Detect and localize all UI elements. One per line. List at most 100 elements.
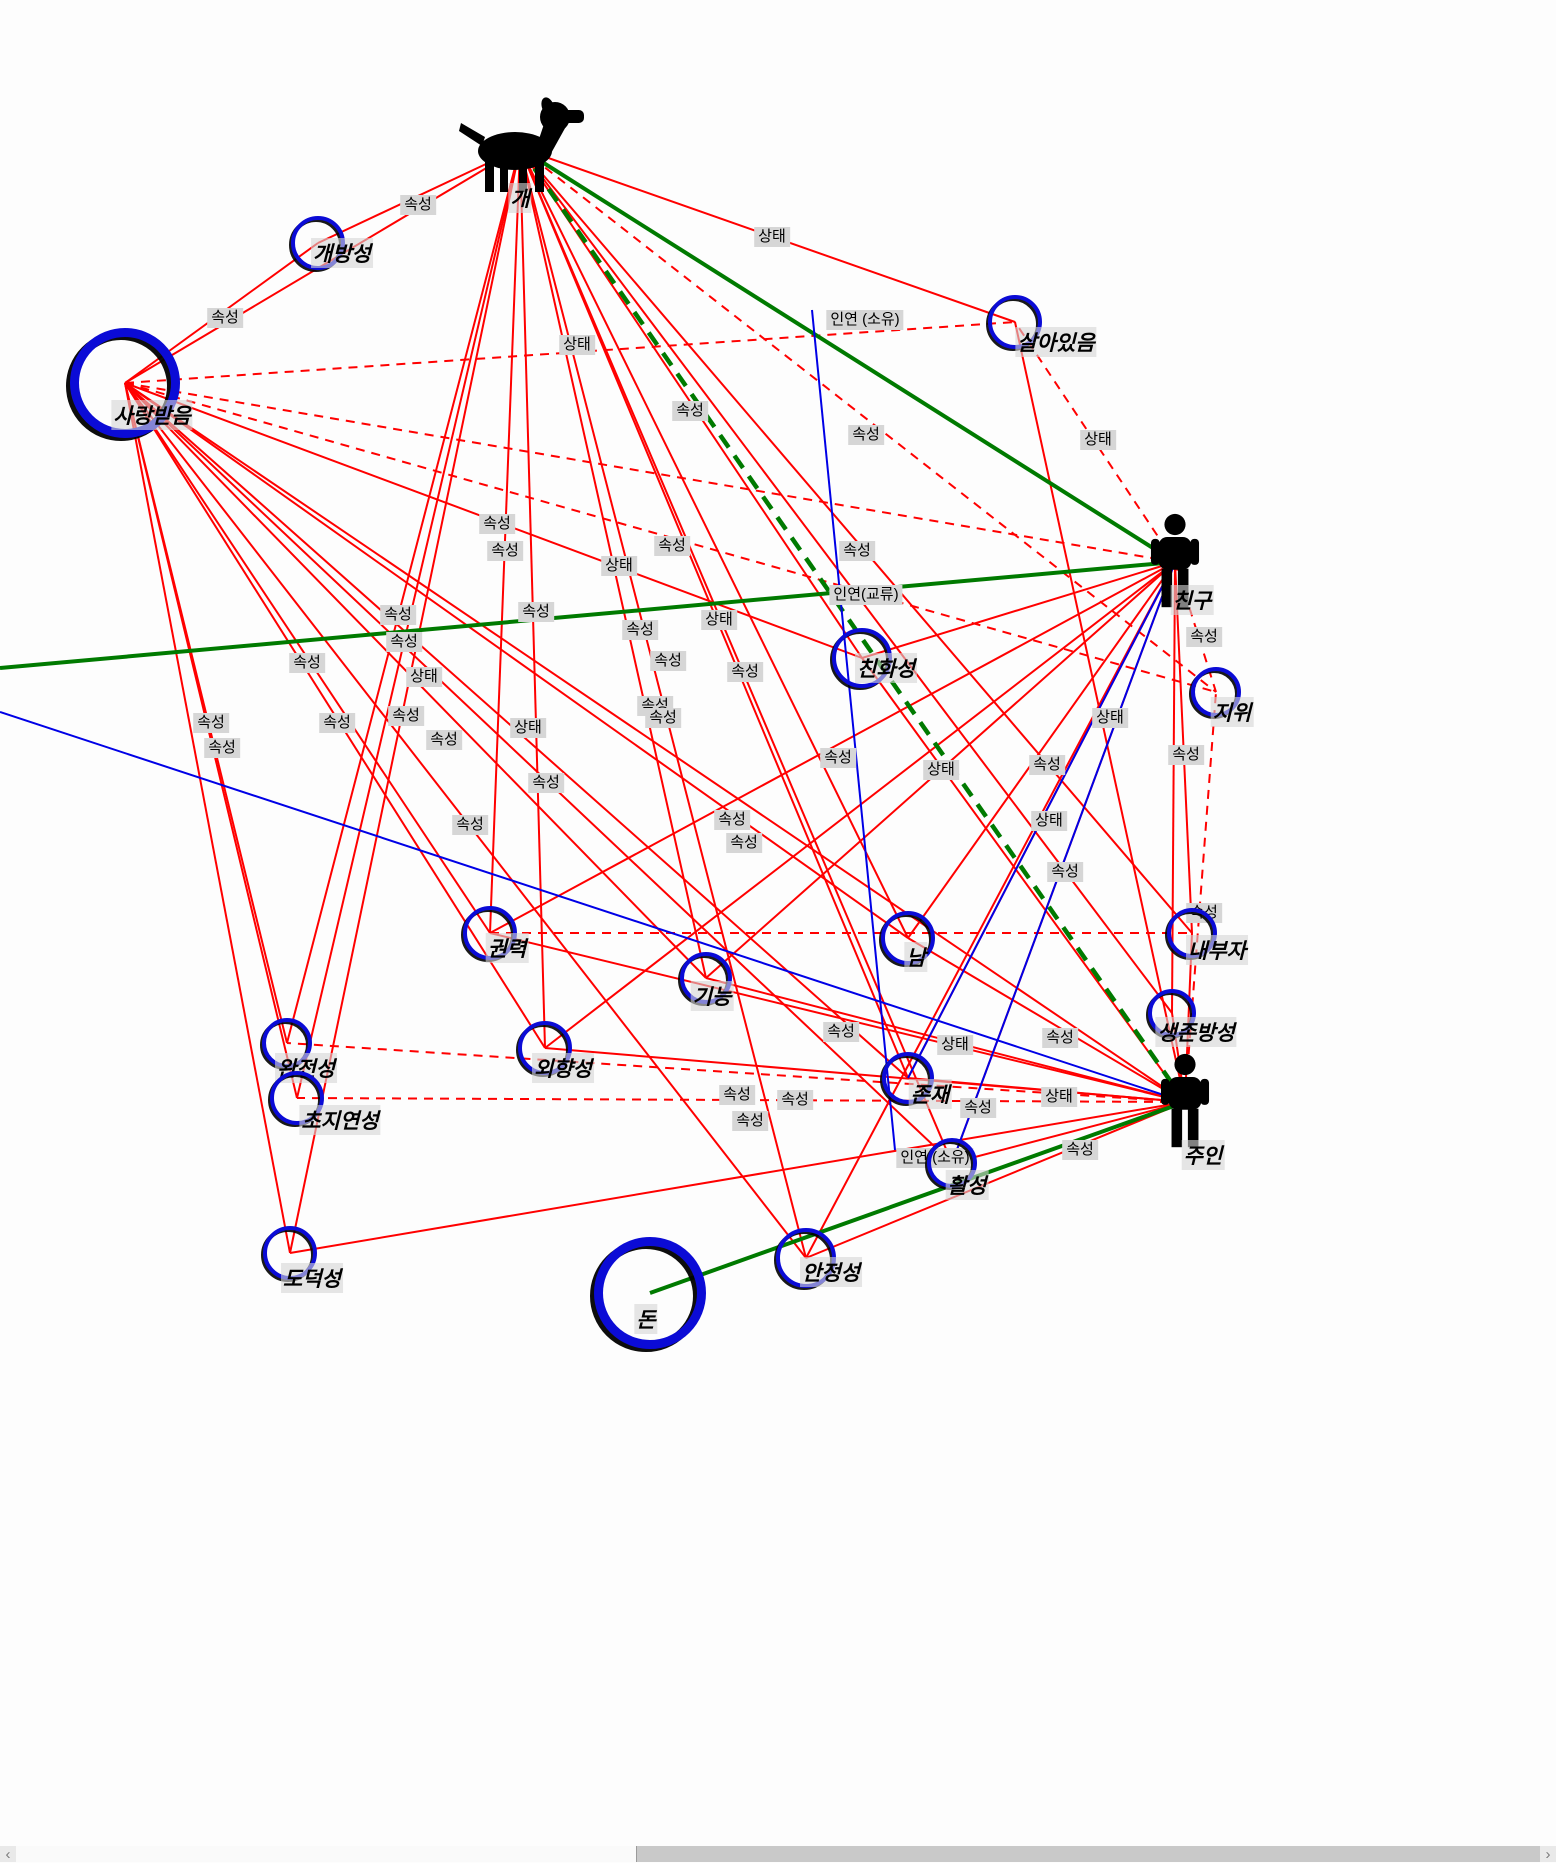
edge-label: 속성: [732, 1111, 768, 1131]
node-label-지위: 지위: [1210, 697, 1254, 727]
node-label-살아있음: 살아있음: [1015, 327, 1097, 357]
node-초지연성[interactable]: [270, 1071, 324, 1125]
edge-label: 속성: [960, 1098, 996, 1118]
edge-red: [489, 147, 521, 934]
edge-red: [805, 561, 1176, 1259]
node-label-기능: 기능: [690, 981, 734, 1011]
edge-label: 속성: [487, 541, 523, 561]
node-label-개: 개: [508, 183, 532, 213]
person-icon[interactable]: [1156, 1052, 1214, 1157]
edge-red: [861, 561, 1176, 659]
edge-label: 속성: [848, 425, 884, 445]
edge-label: 속성: [1042, 1028, 1078, 1048]
edge-label: 속성: [1168, 745, 1204, 765]
edge-label: 속성: [388, 706, 424, 726]
edge-red: [861, 657, 1186, 1103]
node-label-생존방성: 생존방성: [1155, 1017, 1237, 1047]
edge-red-d: [124, 382, 1176, 563]
edge-red: [519, 147, 1193, 934]
edge-label: 속성: [380, 605, 416, 625]
node-label-사랑받음: 사랑받음: [111, 400, 193, 430]
scroll-right-button[interactable]: ›: [1540, 1846, 1556, 1862]
edge-red: [124, 382, 1186, 1103]
edge-label: 상태: [923, 760, 959, 780]
scrollbar-track[interactable]: [16, 1846, 1540, 1862]
edge-label: 인연(교류): [829, 585, 903, 605]
edge-red: [289, 1101, 1186, 1254]
edge-label: 속성: [479, 514, 515, 534]
edge-red-d: [519, 147, 1217, 693]
node-label-외향성: 외향성: [532, 1053, 594, 1083]
edge-label: 속성: [726, 833, 762, 853]
edge-green: [649, 1100, 1186, 1295]
edge-label: 상태: [701, 610, 737, 630]
edge-label: 상태: [754, 227, 790, 247]
edge-label: 속성: [727, 662, 763, 682]
edge-label: 속성: [1186, 627, 1222, 647]
scroll-left-button[interactable]: ‹: [0, 1846, 16, 1862]
node-label-활성: 활성: [945, 1170, 989, 1200]
node-사랑받음[interactable]: [70, 328, 180, 438]
edge-red: [951, 1101, 1186, 1164]
chevron-left-icon: ‹: [5, 1845, 11, 1863]
edge-label: 속성: [386, 632, 422, 652]
edge-label: 속성: [452, 815, 488, 835]
node-label-초지연성: 초지연성: [299, 1105, 381, 1135]
node-label-친화성: 친화성: [855, 653, 917, 683]
edge-label: 상태: [1080, 430, 1116, 450]
node-label-권력: 권력: [485, 933, 529, 963]
edge-red: [489, 561, 1176, 934]
edge-label: 속성: [622, 620, 658, 640]
node-label-도덕성: 도덕성: [281, 1263, 343, 1293]
edge-label: 속성: [654, 536, 690, 556]
horizontal-scrollbar[interactable]: ‹ ›: [0, 1846, 1556, 1862]
edge-green: [0, 560, 1176, 670]
edge-blue: [0, 711, 1186, 1103]
dog-icon[interactable]: [455, 93, 585, 202]
node-label-내부자: 내부자: [1186, 935, 1248, 965]
edge-label: 속성: [528, 773, 564, 793]
edge-label: 속성: [1047, 862, 1083, 882]
edge-label: 속성: [1029, 755, 1065, 775]
node-label-주인: 주인: [1181, 1140, 1225, 1170]
edge-red: [519, 147, 546, 1049]
edge-label: 속성: [207, 308, 243, 328]
edge-label: 속성: [823, 1022, 859, 1042]
edge-label: 상태: [937, 1035, 973, 1055]
edge-label: 상태: [1092, 708, 1128, 728]
edge-red-d: [124, 321, 1016, 384]
node-label-안정성: 안정성: [800, 1257, 862, 1287]
edge-red: [124, 382, 291, 1254]
node-돈[interactable]: [594, 1237, 706, 1349]
scrollbar-thumb[interactable]: [16, 1846, 637, 1862]
edge-red: [907, 561, 1176, 939]
node-label-친구: 친구: [1170, 585, 1214, 615]
edge-label: 속성: [645, 708, 681, 728]
node-살아있음[interactable]: [988, 295, 1042, 349]
edge-label: 속성: [650, 651, 686, 671]
node-존재[interactable]: [882, 1052, 934, 1104]
edge-label: 상태: [601, 556, 637, 576]
edge-label: 속성: [204, 738, 240, 758]
edge-red: [544, 1047, 1186, 1103]
edge-red: [489, 932, 1186, 1103]
edge-label: 속성: [777, 1090, 813, 1110]
edge-label: 속성: [719, 1085, 755, 1105]
node-label-개방성: 개방성: [311, 238, 373, 268]
node-label-남: 남: [904, 942, 928, 972]
node-label-돈: 돈: [634, 1304, 658, 1334]
edge-red-d: [286, 1042, 1186, 1103]
chevron-right-icon: ›: [1545, 1845, 1551, 1863]
edge-label: 속성: [839, 541, 875, 561]
edge-label: 속성: [820, 748, 856, 768]
edge-red: [286, 147, 521, 1044]
edge-label: 속성: [289, 653, 325, 673]
edge-label: 상태: [1041, 1087, 1077, 1107]
edge-red: [907, 937, 1186, 1103]
edge-label: 상태: [559, 335, 595, 355]
edge-label: 속성: [426, 730, 462, 750]
